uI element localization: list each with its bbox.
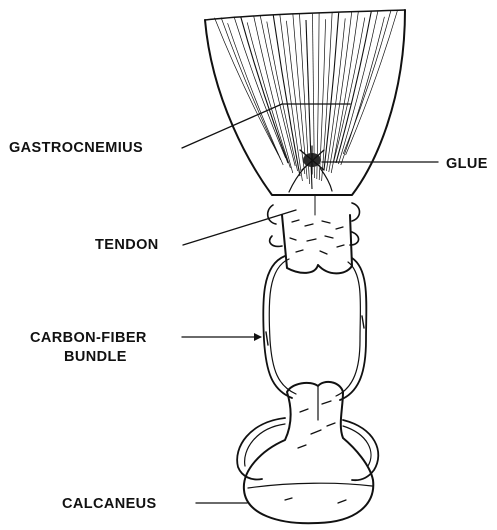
muscle-fiber-line (319, 19, 325, 180)
muscle-fiber-line (234, 17, 286, 158)
carbon-fiber-bundle (263, 256, 366, 400)
carbon-fiber-callout: CARBON-FIBER BUNDLE (30, 330, 262, 365)
label-carbon-fiber-line2: BUNDLE (64, 349, 127, 365)
label-tendon: TENDON (95, 237, 159, 253)
calcaneus-callout: CALCANEUS (62, 496, 247, 512)
tendon (268, 195, 360, 273)
muscle-fiber-line (228, 23, 284, 165)
label-glue: GLUE (446, 156, 488, 172)
tendon-texture (290, 220, 344, 254)
arrow-icon (254, 333, 262, 341)
glue-callout: GLUE (322, 156, 488, 172)
tendon-leader-line (183, 210, 296, 245)
label-gastrocnemius: GASTROCNEMIUS (9, 140, 143, 156)
label-carbon-fiber-line1: CARBON-FIBER (30, 330, 147, 346)
muscle-fiber-line (260, 16, 295, 166)
muscle-fiber-line (280, 15, 303, 181)
label-calcaneus: CALCANEUS (62, 496, 157, 512)
muscle-fiber-line (254, 16, 293, 173)
tendon-callout: TENDON (95, 210, 296, 253)
muscle-fiber-line (346, 10, 398, 155)
calcaneus-bone (237, 382, 378, 523)
muscle-fiber-line (241, 17, 288, 163)
bone-texture (285, 401, 346, 503)
